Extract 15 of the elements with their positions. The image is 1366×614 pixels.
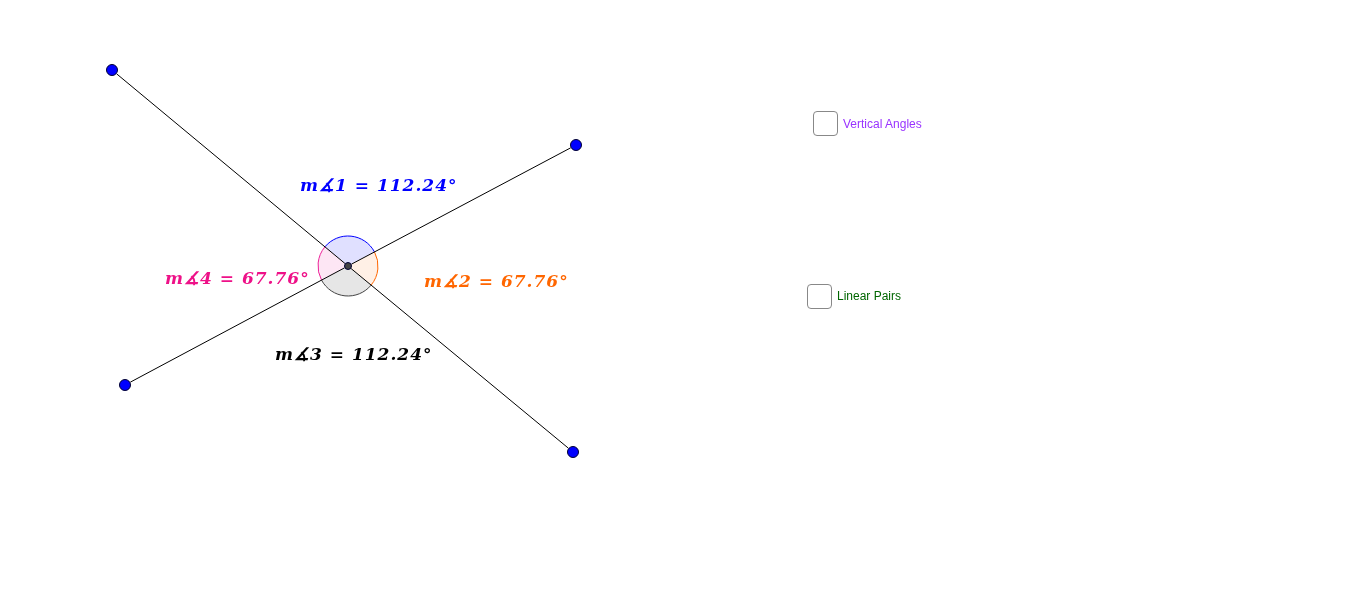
angle-measure: m∡2 = 67.76° xyxy=(424,271,569,291)
line-segment xyxy=(116,73,346,264)
angle-measure: m∡4 = 67.76° xyxy=(165,268,310,288)
checkbox-label: Linear Pairs xyxy=(837,289,902,303)
endpoint xyxy=(570,139,582,151)
endpoint xyxy=(119,379,131,391)
endpoint xyxy=(106,64,118,76)
endpoint xyxy=(567,446,579,458)
line-segment xyxy=(350,268,569,449)
angle-measure: m∡1 = 112.24° xyxy=(300,175,458,195)
angle-measure: m∡3 = 112.24° xyxy=(275,344,433,364)
line-segment xyxy=(351,147,572,265)
checkbox-label: Vertical Angles xyxy=(843,117,922,131)
intersection-point xyxy=(344,262,352,270)
line-segment xyxy=(129,267,345,383)
